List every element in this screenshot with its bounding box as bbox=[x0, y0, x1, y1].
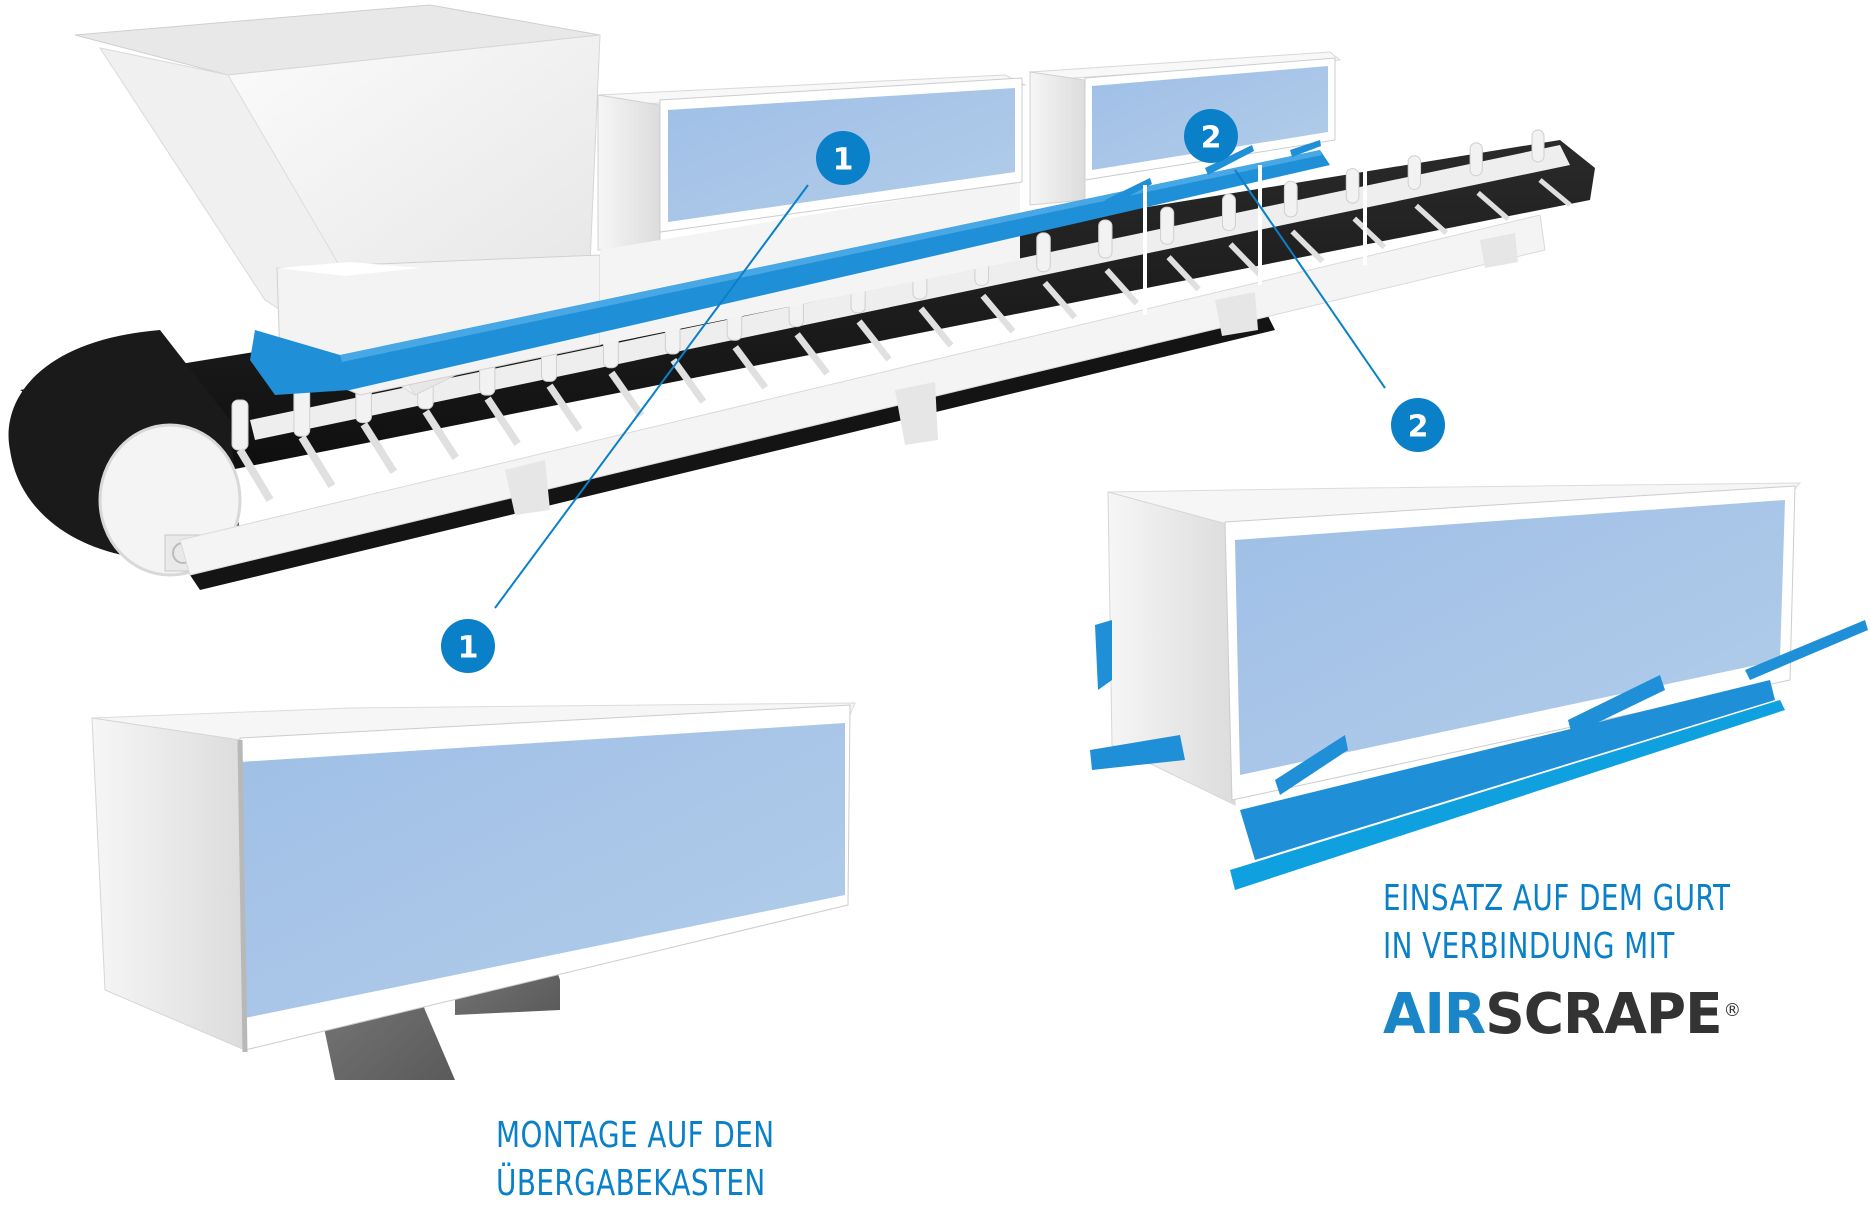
airscrape-logo: AIRSCRAPE® bbox=[1383, 982, 1742, 1047]
idler-roller bbox=[1036, 232, 1051, 273]
callout-badge-1-bottom: 1 bbox=[441, 619, 495, 673]
detail2-blade bbox=[1745, 620, 1868, 680]
airscrape-blade bbox=[1290, 140, 1321, 157]
skirt-seal bbox=[250, 150, 1330, 395]
idler-crossmember bbox=[670, 357, 707, 404]
detail2-skirt-seal bbox=[1240, 680, 1775, 860]
detail2-skirt-lip bbox=[1230, 700, 1785, 890]
detail1-edge-rail bbox=[237, 739, 248, 1053]
logo-scrape: SCRAPE bbox=[1485, 982, 1722, 1047]
idler-crossmember bbox=[360, 422, 398, 474]
airscrape-blade bbox=[1105, 178, 1152, 207]
idler-crossmember bbox=[546, 383, 583, 432]
idler-crossmember bbox=[732, 345, 768, 390]
caption-on-belt: EINSATZ AUF DEM GURT IN VERBINDUNG MIT bbox=[1383, 875, 1730, 971]
caption-line: EINSATZ AUF DEM GURT bbox=[1383, 878, 1731, 919]
callout-label: 2 bbox=[1408, 410, 1429, 445]
idler-crossmember bbox=[1538, 178, 1572, 207]
idler-crossmember bbox=[484, 396, 521, 446]
idler-roller bbox=[293, 386, 311, 437]
transfer-box-top bbox=[277, 262, 420, 276]
enclosure-1-side bbox=[597, 94, 661, 251]
idler-roller bbox=[1221, 193, 1236, 232]
idler-roller bbox=[1531, 129, 1545, 163]
detail2-blade bbox=[1275, 735, 1348, 795]
registered-mark: ® bbox=[1723, 1000, 1742, 1021]
callout-label: 1 bbox=[458, 631, 479, 666]
main-conveyor bbox=[8, 4, 1595, 590]
idler-crossmember bbox=[980, 293, 1016, 334]
idler-roller bbox=[1098, 219, 1113, 259]
detail-transfer-box bbox=[91, 702, 856, 1080]
airscrape-blade bbox=[1205, 145, 1254, 175]
detail2-panel bbox=[1235, 500, 1785, 775]
callout-label: 1 bbox=[833, 143, 854, 178]
support-leg bbox=[505, 460, 550, 515]
idler-crossmember bbox=[1414, 203, 1448, 236]
idler-crossmember bbox=[794, 332, 830, 376]
idler-crossmember bbox=[1476, 190, 1510, 221]
idler-roller bbox=[1469, 142, 1483, 177]
logo-air: AIR bbox=[1383, 982, 1486, 1047]
callout-label: 2 bbox=[1201, 121, 1222, 156]
idler-crossmember bbox=[1290, 229, 1325, 264]
idler-crossmember bbox=[236, 447, 274, 503]
idler-crossmember bbox=[422, 409, 459, 460]
idler-crossmember bbox=[1352, 216, 1387, 250]
idler-roller bbox=[1407, 155, 1422, 190]
detail1-side bbox=[91, 717, 246, 1051]
caption-line: MONTAGE AUF DEN bbox=[496, 1115, 775, 1156]
idler-crossmember bbox=[918, 306, 954, 348]
leader-line-1 bbox=[494, 184, 809, 609]
caption-line: IN VERBINDUNG MIT bbox=[1383, 926, 1675, 967]
detail2-blade bbox=[1568, 675, 1665, 735]
callout-badge-1-top: 1 bbox=[816, 131, 870, 185]
idler-crossmember bbox=[1166, 255, 1201, 292]
caption-line: ÜBERGABEKASTEN bbox=[496, 1163, 766, 1204]
idler-crossmember bbox=[1042, 280, 1078, 320]
idler-crossmember bbox=[1104, 267, 1139, 306]
idler-crossmember bbox=[608, 370, 645, 418]
idler-crossmember bbox=[298, 435, 336, 489]
support-leg bbox=[895, 382, 938, 445]
idler-roller bbox=[1345, 168, 1360, 204]
idler-roller bbox=[1160, 206, 1175, 245]
detail2-foot bbox=[1090, 735, 1185, 770]
callout-badge-2-top: 2 bbox=[1184, 109, 1238, 163]
leader-line-2 bbox=[1234, 169, 1386, 389]
detail2-foot-blade bbox=[1095, 620, 1112, 690]
detail-on-belt bbox=[1090, 482, 1868, 890]
idler-crossmember bbox=[1228, 242, 1263, 278]
detail1-panel bbox=[240, 723, 845, 1018]
skirt-seal-highlight bbox=[340, 150, 1322, 362]
idler-roller bbox=[1283, 180, 1298, 218]
caption-transfer-box: MONTAGE AUF DEN ÜBERGABEKASTEN bbox=[496, 1112, 775, 1208]
idler-crossmember bbox=[856, 319, 892, 362]
stringer-frame-top bbox=[250, 145, 1570, 440]
callout-badge-2-bottom: 2 bbox=[1391, 398, 1445, 452]
idler-roller bbox=[231, 399, 249, 451]
enclosure-2-side bbox=[1029, 71, 1086, 206]
support-leg bbox=[1215, 292, 1258, 336]
support-leg bbox=[1480, 233, 1518, 268]
